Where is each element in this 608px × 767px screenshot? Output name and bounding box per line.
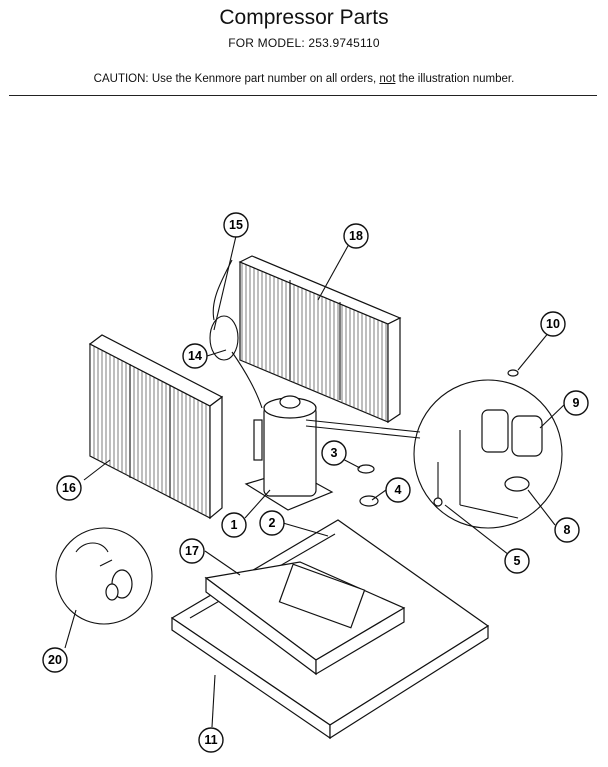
callout-11: 11 [198,727,224,753]
callout-label: 4 [395,483,402,497]
evaporator-coil [88,334,224,520]
callout-4: 4 [385,477,411,503]
callout-label: 3 [331,446,338,460]
caution-line: CAUTION: Use the Kenmore part number on … [0,73,608,85]
callout-label: 15 [229,218,243,232]
callout-2: 2 [259,510,285,536]
model-number: 253.9745110 [308,36,380,50]
model-label: FOR MODEL: [228,36,305,50]
callout-label: 14 [188,349,202,363]
callout-17: 17 [179,538,205,564]
callout-label: 18 [349,229,363,243]
callout-15: 15 [223,212,249,238]
caution-prefix: CAUTION: [93,73,149,85]
callout-14: 14 [182,343,208,369]
callout-label: 16 [62,481,76,495]
callout-9: 9 [563,390,589,416]
callout-label: 5 [514,554,521,568]
callout-18: 18 [343,223,369,249]
caution-text-1: Use the Kenmore part number on all order… [151,73,377,85]
callout-label: 8 [564,523,571,537]
callout-1: 1 [221,512,247,538]
callout-10: 10 [540,311,566,337]
callout-8: 8 [554,517,580,543]
callout-label: 1 [231,518,238,532]
caution-text-2: the illustration number. [398,73,515,85]
model-line: FOR MODEL: 253.9745110 [0,36,608,50]
compressor [244,395,421,511]
condenser-coil [238,255,402,424]
callout-16: 16 [56,475,82,501]
callout-label: 17 [185,544,199,558]
callout-label: 11 [204,733,217,747]
clamp-detail-inset [55,527,153,625]
callout-label: 2 [269,516,276,530]
callout-label: 9 [573,396,580,410]
callout-label: 20 [48,653,62,667]
caution-not: not [379,73,396,85]
callout-label: 10 [546,317,560,331]
callout-5: 5 [504,548,530,574]
header-divider [9,95,597,96]
callout-20: 20 [42,647,68,673]
leader-lines [64,235,567,728]
callout-3: 3 [321,440,347,466]
electrical-detail-inset [413,379,563,529]
drain-pan [204,561,406,676]
page-title: Compressor Parts [219,6,389,29]
